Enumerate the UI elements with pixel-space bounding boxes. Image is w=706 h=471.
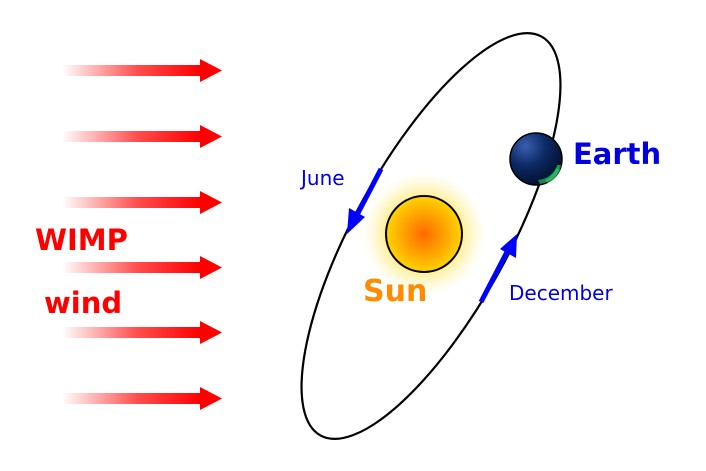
earth-icon <box>509 132 563 186</box>
right-arrow-icon <box>62 321 222 344</box>
wimp-label: WIMP <box>35 223 128 257</box>
direction-arrow-icon <box>347 167 384 234</box>
june-label: June <box>299 166 345 190</box>
sun-icon <box>385 195 463 273</box>
right-arrow-icon <box>62 256 222 279</box>
right-arrow-icon <box>62 191 222 214</box>
sun-label: Sun <box>363 274 427 309</box>
right-arrow-icon <box>62 59 222 82</box>
earth-label: Earth <box>573 137 661 171</box>
right-arrow-icon <box>62 125 222 148</box>
right-arrow-icon <box>62 387 222 410</box>
december-label: December <box>509 281 613 305</box>
direction-arrow-icon <box>478 234 517 304</box>
wind-arrows <box>62 59 222 410</box>
wind-label: wind <box>44 286 122 320</box>
